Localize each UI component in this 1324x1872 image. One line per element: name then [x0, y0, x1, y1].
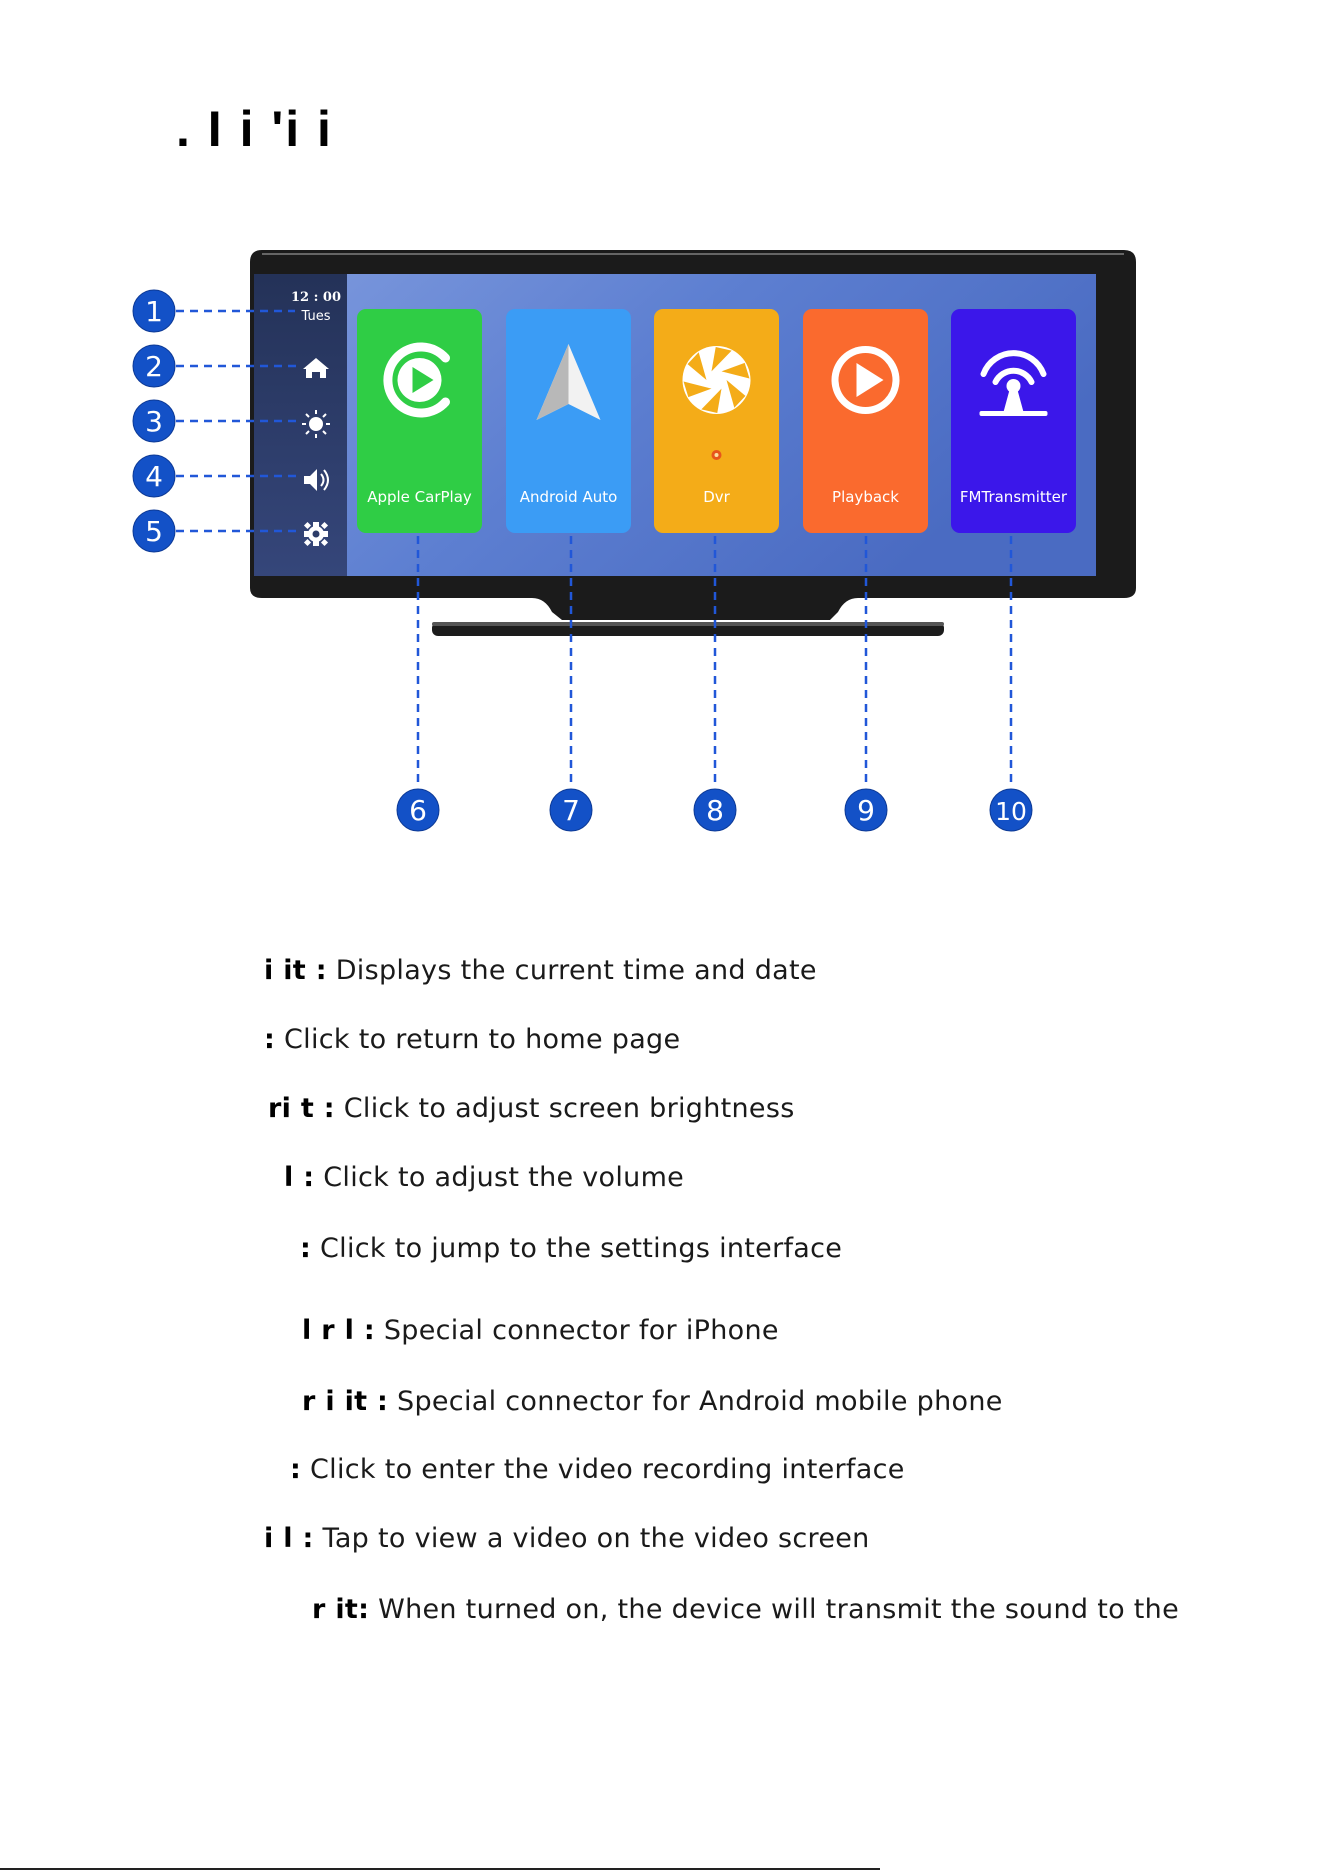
carplay-icon	[383, 342, 450, 418]
svg-text:10: 10	[995, 797, 1027, 826]
screen-day: Tues	[301, 309, 331, 324]
volume-icon[interactable]	[304, 469, 329, 491]
callout-badge-4: 4	[132, 454, 176, 498]
app-tile-apple-carplay[interactable]: Apple CarPlay	[357, 309, 482, 533]
description-line: l : Click to adjust the volume	[284, 1162, 684, 1193]
description-term: :	[300, 1233, 312, 1264]
callout-badge-5: 5	[132, 509, 176, 553]
settings-icon[interactable]	[303, 521, 329, 547]
description-term: :	[290, 1454, 302, 1485]
description-line: : Click to return to home page	[264, 1024, 680, 1055]
app-tile-label: Android Auto	[520, 488, 618, 506]
play-icon	[831, 346, 900, 414]
callout-badge-8: 8	[693, 788, 737, 832]
description-term: i it :	[264, 955, 327, 986]
callout-badge-1: 1	[132, 289, 176, 333]
svg-text:5: 5	[145, 515, 163, 548]
app-tile-playback[interactable]: Playback	[803, 309, 928, 533]
description-term: ri t :	[268, 1093, 335, 1124]
description-line: l r l : Special connector for iPhone	[302, 1315, 779, 1346]
description-text: Click to enter the video recording inter…	[301, 1454, 905, 1485]
description-term: l r l :	[302, 1315, 375, 1346]
app-tile-fmtransmitter[interactable]: FMTransmitter	[951, 309, 1076, 533]
svg-text:7: 7	[562, 794, 580, 827]
description-line: : Click to jump to the settings interfac…	[300, 1233, 842, 1264]
screen-sidebar	[254, 274, 347, 576]
description-line: r i it : Special connector for Android m…	[302, 1386, 1003, 1417]
description-line: r it: When turned on, the device will tr…	[312, 1594, 1179, 1625]
description-text: Special connector for iPhone	[374, 1315, 779, 1346]
description-text: When turned on, the device will transmit…	[369, 1594, 1179, 1625]
app-tile-label: Apple CarPlay	[367, 488, 472, 506]
description-text: Special connector for Android mobile pho…	[388, 1386, 1003, 1417]
app-tile-label: Dvr	[703, 488, 730, 506]
description-text: Tap to view a video on the video screen	[313, 1523, 870, 1554]
callout-badge-3: 3	[132, 399, 176, 443]
svg-text:2: 2	[145, 350, 163, 383]
description-term: r it:	[312, 1594, 370, 1625]
callout-badge-2: 2	[132, 344, 176, 388]
description-text: Click to return to home page	[275, 1024, 681, 1055]
description-text: Click to jump to the settings interface	[311, 1233, 843, 1264]
app-tile-label: FMTransmitter	[960, 488, 1068, 506]
description-term: :	[264, 1024, 276, 1055]
description-text: Click to adjust the volume	[314, 1162, 685, 1193]
android-auto-icon	[536, 344, 601, 420]
callout-badge-9: 9	[844, 788, 888, 832]
app-tile-android-auto[interactable]: Android Auto	[506, 309, 631, 533]
screen-time: 12 : 00	[291, 290, 341, 305]
description-text: Click to adjust screen brightness	[334, 1093, 795, 1124]
app-tile-dvr[interactable]: Dvr	[654, 309, 779, 533]
brightness-icon[interactable]	[302, 410, 330, 438]
svg-text:6: 6	[409, 794, 427, 827]
aperture-icon	[682, 346, 751, 460]
svg-text:4: 4	[145, 460, 163, 493]
svg-text:3: 3	[145, 405, 163, 438]
svg-text:8: 8	[706, 794, 724, 827]
antenna-icon	[979, 350, 1048, 416]
callout-badge-6: 6	[396, 788, 440, 832]
description-line: i l : Tap to view a video on the video s…	[264, 1523, 870, 1554]
page-bottom-rule	[0, 1868, 880, 1870]
app-tile-label: Playback	[832, 488, 899, 506]
description-term: i l :	[264, 1523, 314, 1554]
description-line: : Click to enter the video recording int…	[290, 1454, 905, 1485]
description-term: l :	[284, 1162, 315, 1193]
description-term: r i it :	[302, 1386, 389, 1417]
callout-badge-7: 7	[549, 788, 593, 832]
section-heading: . I i 'i i	[176, 101, 333, 157]
home-icon[interactable]	[303, 358, 329, 378]
callout-badge-10: 10	[989, 788, 1033, 832]
description-text: Displays the current time and date	[326, 955, 817, 986]
description-line: ri t : Click to adjust screen brightness	[268, 1093, 795, 1124]
svg-text:1: 1	[145, 295, 163, 328]
description-line: i it : Displays the current time and dat…	[264, 955, 817, 986]
svg-text:9: 9	[857, 794, 875, 827]
